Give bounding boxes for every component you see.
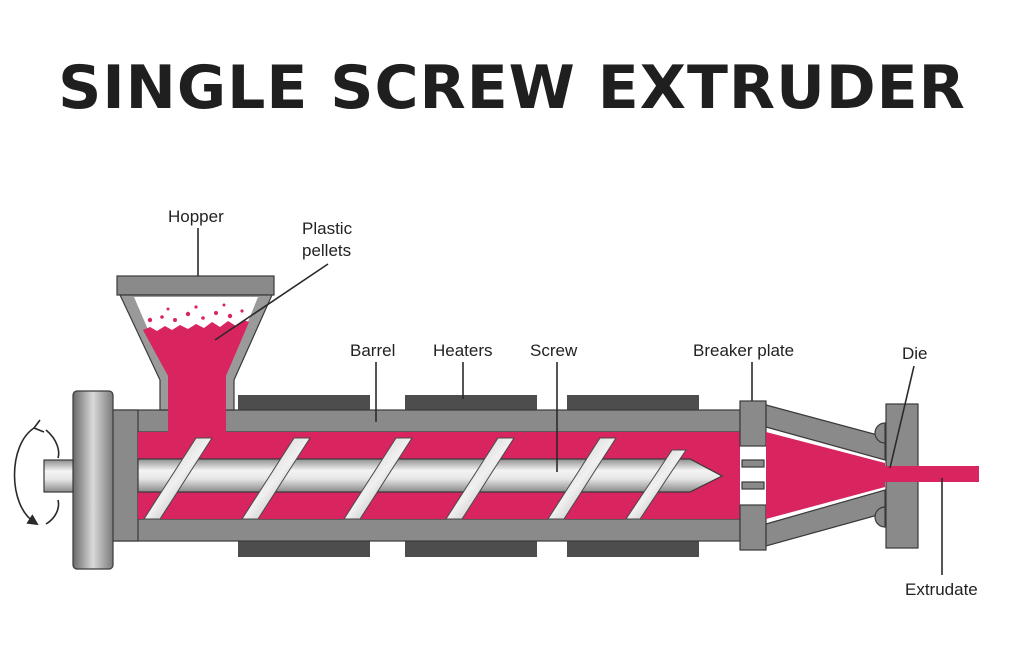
leader-pellets: [214, 263, 329, 341]
barrel-wall-bottom: [111, 518, 741, 542]
leader-die: [889, 365, 915, 469]
hopper: [116, 275, 275, 432]
heater-bottom-1: [238, 540, 370, 557]
die-bolt-lower: [874, 506, 886, 528]
breaker-plate-top: [739, 400, 767, 447]
breaker-plate-bottom: [739, 504, 767, 551]
heater-bottom-3: [567, 540, 699, 557]
screw-shaft: [137, 458, 724, 493]
breaker-plate-slot-2: [741, 481, 765, 490]
screw: [137, 437, 724, 520]
die-orifice-fill: [886, 466, 918, 482]
hopper-rim: [116, 275, 275, 296]
heaters: [238, 395, 699, 557]
die-section: [765, 403, 979, 549]
heater-top-1: [238, 395, 370, 411]
plastic-pellets-fill: [143, 320, 249, 432]
label-barrel: Barrel: [350, 341, 395, 360]
die-cone-upper: [765, 404, 886, 461]
label-extrudate: Extrudate: [905, 580, 978, 599]
label-die: Die: [902, 344, 928, 363]
leader-lines: [197, 228, 943, 575]
breaker-plate-slot-1: [741, 459, 765, 468]
label-breaker-plate: Breaker plate: [693, 341, 794, 360]
breaker-plate: [739, 400, 767, 551]
label-plastic-pellets-line1: Plastic: [302, 219, 353, 238]
diagram-title: SINGLE SCREW EXTRUDER: [58, 53, 966, 123]
barrel-end-cap: [111, 409, 139, 542]
heater-bottom-2: [405, 540, 537, 557]
drive-flange: [72, 390, 114, 570]
label-screw: Screw: [530, 341, 578, 360]
drive: [43, 390, 114, 570]
screw-flights: [143, 437, 687, 520]
die-bolt-upper: [874, 422, 886, 444]
labels: Hopper Plastic pellets Barrel Heaters Sc…: [168, 207, 978, 599]
heater-top-3: [567, 395, 699, 411]
drive-shaft-stub: [43, 459, 75, 493]
pellet-specks: [147, 303, 244, 323]
rotation-arrow-icon: [13, 419, 60, 526]
label-heaters: Heaters: [433, 341, 493, 360]
die-melt: [766, 432, 885, 519]
label-plastic-pellets-line2: pellets: [302, 241, 351, 260]
label-hopper: Hopper: [168, 207, 224, 226]
heater-top-2: [405, 395, 537, 411]
